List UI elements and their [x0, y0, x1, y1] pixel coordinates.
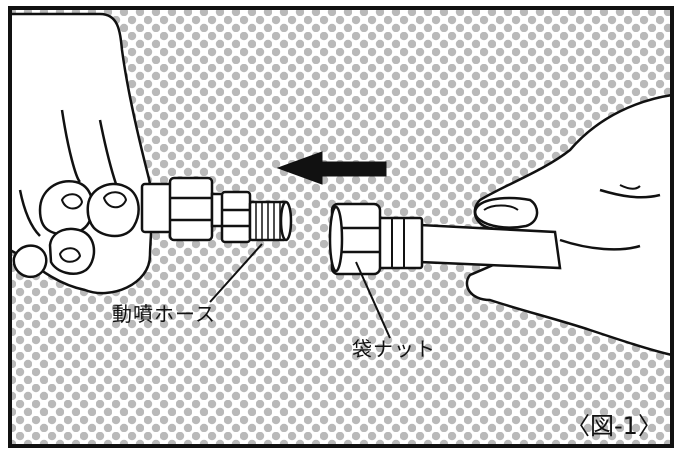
direction-arrow	[276, 151, 387, 185]
leader-lines	[209, 243, 391, 339]
sprayer-hose-label: 動噴ホース	[112, 302, 216, 326]
figure-number-label: 〈図-1〉	[566, 412, 662, 440]
sprayer-hose-fitting	[140, 176, 293, 244]
cap-nut-hose	[328, 202, 562, 276]
figure-frame	[8, 6, 674, 448]
cap-nut-label: 袋ナット	[352, 337, 436, 361]
